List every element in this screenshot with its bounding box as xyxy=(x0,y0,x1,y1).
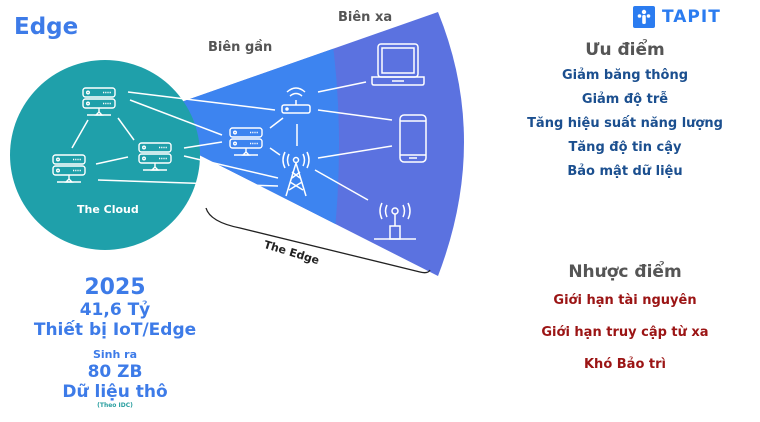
disadvantages-heading: Nhược điểm xyxy=(568,262,682,282)
advantage-item: Bảo mật dữ liệu xyxy=(567,164,683,179)
advantage-item: Giảm độ trễ xyxy=(581,92,669,107)
page-title: Edge xyxy=(14,14,79,40)
stats-devices-count: 41,6 Tỷ xyxy=(79,300,151,320)
stats-generates: Sinh ra xyxy=(92,348,138,361)
server-icon xyxy=(82,87,116,116)
edge-brace xyxy=(205,207,431,274)
server-icon xyxy=(52,154,86,183)
laptop-icon xyxy=(371,43,425,86)
stats-data-label: Dữ liệu thô xyxy=(62,382,168,402)
advantages-heading: Ưu điểm xyxy=(585,40,665,60)
disadvantage-item: Giới hạn truy cập từ xa xyxy=(541,325,709,340)
server-icon xyxy=(229,127,263,156)
stats-block: 2025 41,6 Tỷ Thiết bị IoT/Edge Sinh ra 8… xyxy=(5,275,225,410)
advantage-item: Giảm băng thông xyxy=(561,68,689,83)
disadvantages-section: Nhược điểm Giới hạn tài nguyên Giới hạn … xyxy=(505,262,745,388)
advantage-item: Tăng độ tin cậy xyxy=(568,140,682,155)
advantages-section: Ưu điểm Giảm băng thông Giảm độ trễ Tăng… xyxy=(505,40,745,180)
smartphone-icon xyxy=(399,114,427,163)
router-icon xyxy=(281,87,311,114)
near-edge-label: Biên gần xyxy=(208,40,273,55)
tapit-logo: TAPIT xyxy=(633,6,721,28)
server-icon xyxy=(138,142,172,171)
disadvantage-item: Khó Bảo trì xyxy=(583,357,666,372)
stats-devices-label: Thiết bị IoT/Edge xyxy=(33,320,197,340)
connection-lines xyxy=(71,81,393,201)
cloud-label: The Cloud xyxy=(77,203,139,216)
antenna-icon xyxy=(374,202,416,240)
tapit-logo-icon xyxy=(633,6,655,28)
stats-year: 2025 xyxy=(84,275,146,300)
disadvantage-item: Giới hạn tài nguyên xyxy=(553,293,697,308)
cell-tower-icon xyxy=(282,151,310,197)
stats-data-amount: 80 ZB xyxy=(87,362,143,382)
cloud-circle xyxy=(10,60,200,250)
far-edge-label: Biên xa xyxy=(338,10,393,25)
advantage-item: Tăng hiệu suất năng lượng xyxy=(527,116,723,131)
stats-source: (Theo IDC) xyxy=(97,402,133,409)
tapit-logo-text: TAPIT xyxy=(662,7,721,27)
